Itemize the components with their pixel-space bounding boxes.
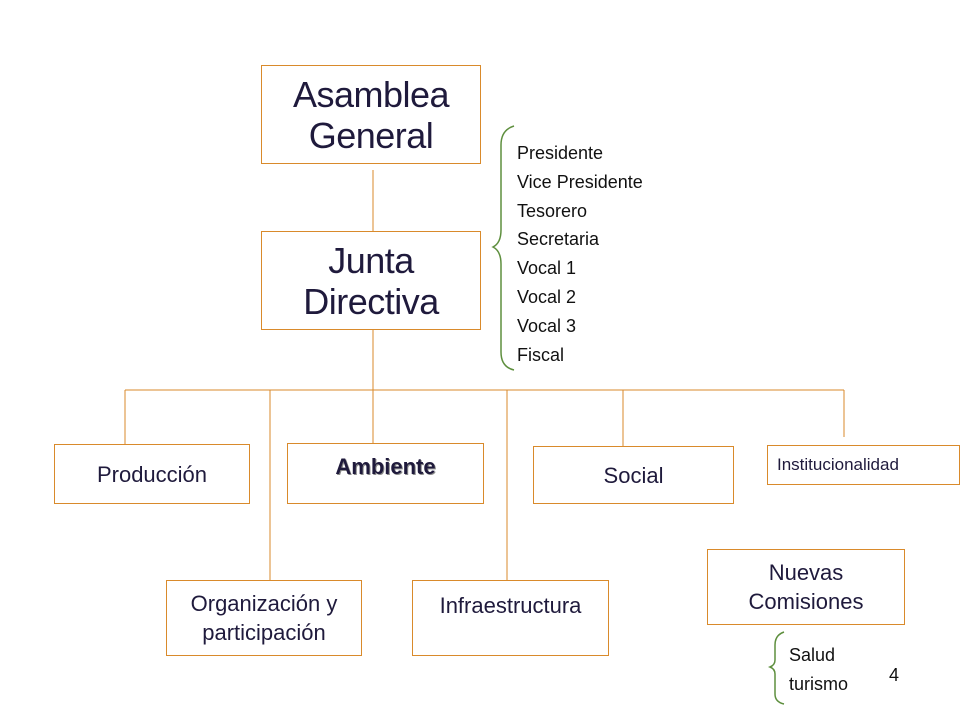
role-item: Secretaria: [517, 229, 600, 250]
role-item: Vocal 1: [517, 258, 577, 279]
ambiente-label: Ambiente: [335, 454, 436, 479]
nuevas-item: Salud: [789, 645, 836, 665]
nuevas-items-list: Salud turismo: [789, 641, 848, 699]
role-item: Vocal 2: [517, 286, 577, 307]
asamblea-general-label: Asamblea General: [292, 73, 450, 156]
organizacion-label: Organización y participación: [190, 591, 338, 645]
social-label: Social: [603, 462, 664, 488]
infraestructura-label: Infraestructura: [439, 593, 582, 618]
role-item: Vice Presidente: [517, 171, 643, 192]
junta-directiva-label: Junta Directiva: [303, 239, 439, 322]
infraestructura-box: Infraestructura: [412, 580, 609, 656]
social-box: Social: [533, 446, 734, 504]
role-item: Tesorero: [517, 200, 588, 221]
nuevas-comisiones-label: Nuevas Comisiones: [748, 560, 864, 614]
organizacion-box: Organización y participación: [166, 580, 362, 656]
produccion-label: Producción: [96, 461, 208, 487]
junta-directiva-box: Junta Directiva: [261, 231, 481, 330]
ambiente-box: Ambiente: [287, 443, 484, 504]
asamblea-general-box: Asamblea General: [261, 65, 481, 164]
nuevas-item: turismo: [789, 673, 849, 694]
role-item: Presidente: [517, 143, 604, 163]
produccion-box: Producción: [54, 444, 250, 504]
role-item: Vocal 3: [517, 315, 577, 336]
nuevas-items-brace: [767, 631, 785, 705]
nuevas-comisiones-box: Nuevas Comisiones: [707, 549, 905, 625]
junta-roles-list: Presidente Vice Presidente Tesorero Secr…: [517, 139, 643, 369]
junta-roles-brace: [491, 125, 515, 371]
institucionalidad-label: Institucionalidad: [777, 455, 899, 474]
institucionalidad-box: Institucionalidad: [767, 445, 960, 485]
role-item: Fiscal: [517, 344, 565, 365]
page-number: 4: [889, 665, 900, 685]
